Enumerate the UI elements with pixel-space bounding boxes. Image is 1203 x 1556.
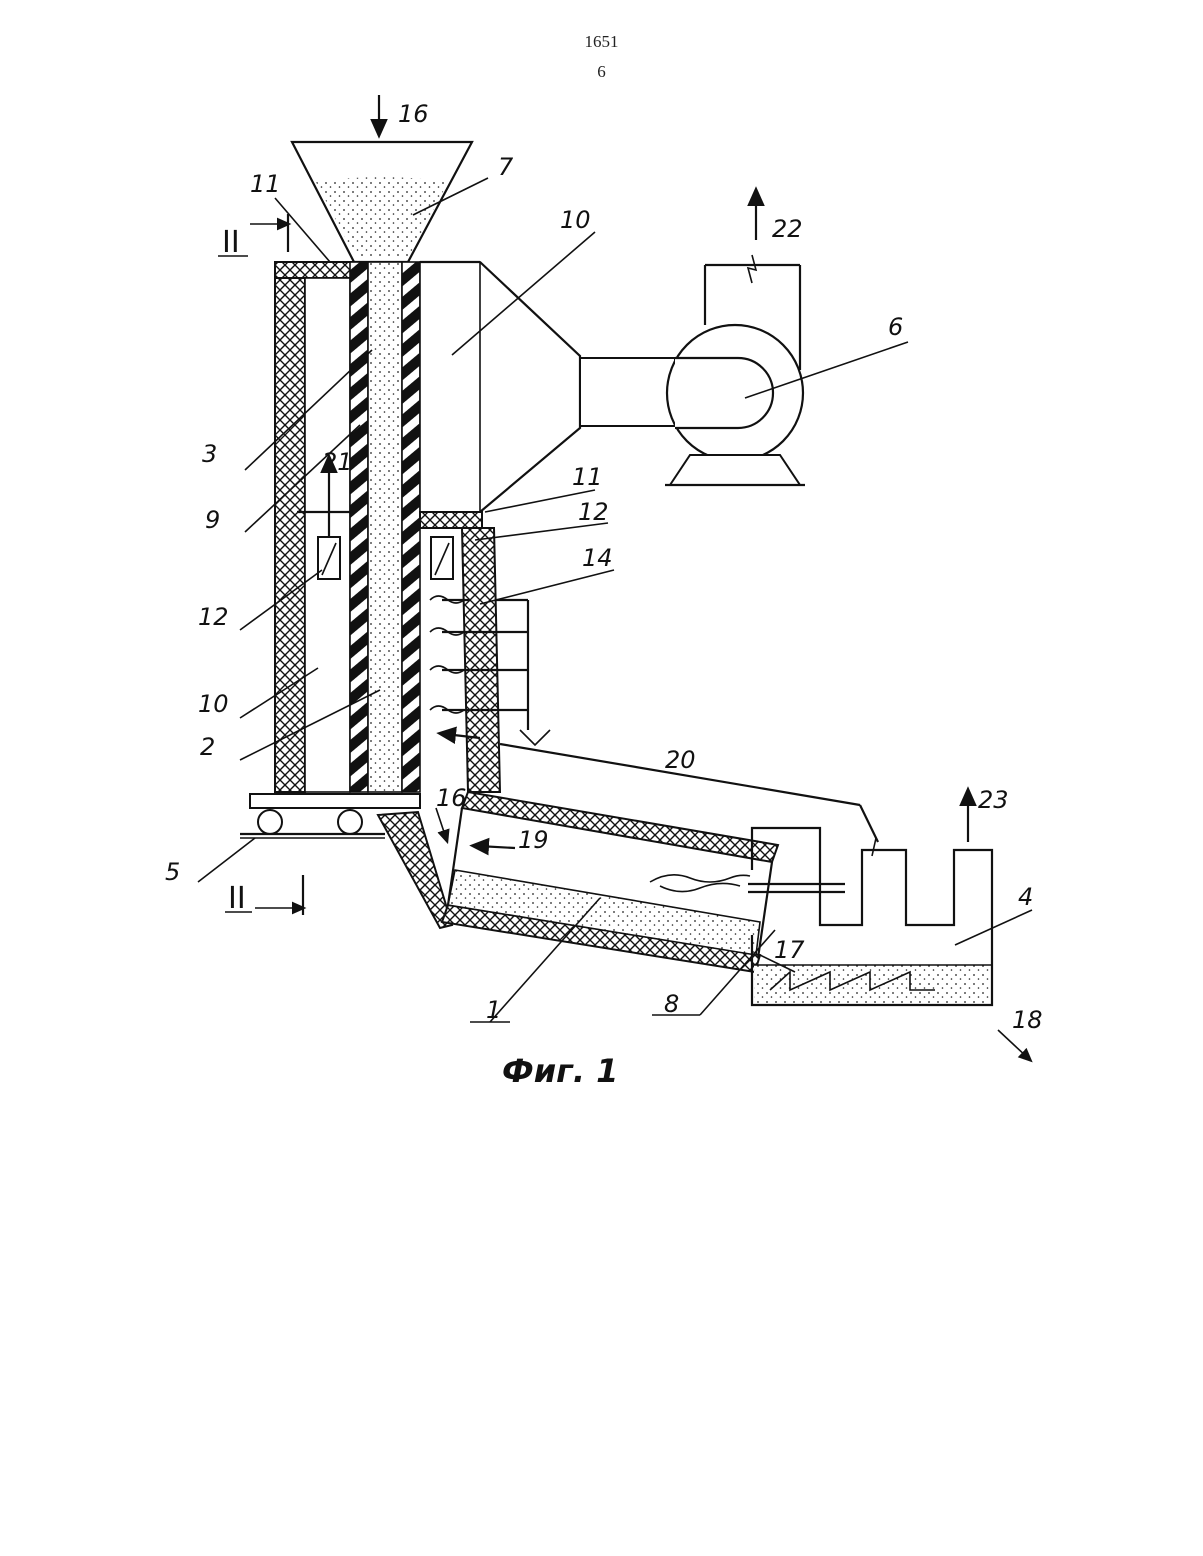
label-12-left: 12 [198, 603, 229, 631]
label-11-top: 11 [250, 170, 281, 198]
label-10-top: 10 [560, 206, 591, 234]
label-10-left: 10 [198, 690, 229, 718]
column [275, 262, 500, 792]
figure-caption: Фиг. 1 [502, 1052, 618, 1090]
label-9: 9 [205, 506, 220, 534]
label-21: 21 [322, 448, 353, 476]
section-label-top: II [222, 225, 240, 260]
label-14: 14 [582, 544, 613, 572]
label-7: 7 [498, 153, 514, 181]
section-mark-bottom: II [225, 875, 303, 916]
label-16-top: 16 [398, 100, 429, 128]
label-4: 4 [1018, 883, 1033, 911]
label-5: 5 [165, 858, 180, 886]
fan [480, 195, 805, 512]
label-23: 23 [978, 786, 1009, 814]
label-2: 2 [200, 733, 215, 761]
label-12-right: 12 [578, 498, 609, 526]
label-3: 3 [202, 440, 217, 468]
hopper [292, 142, 472, 262]
label-8: 8 [664, 990, 679, 1018]
label-18: 18 [1012, 1006, 1043, 1034]
label-11-mid: 11 [572, 463, 603, 491]
label-1: 1 [486, 996, 501, 1024]
label-22: 22 [772, 215, 803, 243]
label-6: 6 [888, 313, 903, 341]
label-16-mid: 16 [436, 784, 467, 812]
tank [752, 795, 1028, 1058]
label-17: 17 [774, 936, 805, 964]
label-19: 19 [518, 826, 549, 854]
section-mark-top: II [218, 214, 288, 260]
section-label-bottom: II [228, 881, 246, 916]
label-20: 20 [665, 746, 696, 774]
